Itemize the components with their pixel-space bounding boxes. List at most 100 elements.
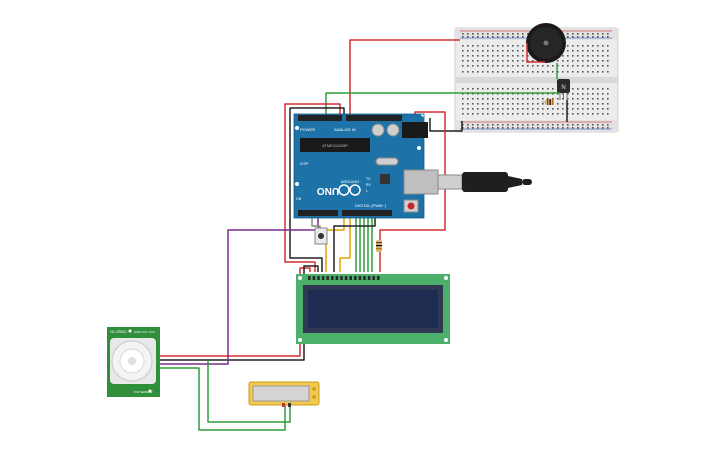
breadboard-hole (482, 33, 484, 35)
breadboard-hole (507, 45, 509, 47)
breadboard-hole (532, 65, 534, 67)
breadboard-hole (542, 124, 544, 126)
breadboard-hole (462, 113, 464, 115)
breadboard-hole (537, 113, 539, 115)
breadboard-hole (477, 33, 479, 35)
wire-pir-out[interactable] (160, 212, 319, 365)
breadboard-hole (567, 55, 569, 57)
breadboard-hole (497, 108, 499, 110)
breadboard-hole (562, 113, 564, 115)
transistor[interactable]: N (557, 79, 570, 100)
breadboard-hole (587, 93, 589, 95)
usb-cable[interactable] (437, 172, 532, 192)
breadboard-hole (557, 71, 559, 73)
wire-pir-vcc[interactable] (160, 267, 311, 357)
breadboard-hole (472, 71, 474, 73)
breadboard-hole (532, 103, 534, 105)
breadboard-hole (487, 45, 489, 47)
breadboard-hole (562, 60, 564, 62)
breadboard-hole (602, 88, 604, 90)
wire-lcd-d1[interactable] (339, 212, 351, 272)
breadboard-hole (477, 113, 479, 115)
breadboard-hole (552, 65, 554, 67)
breadboard-hole (587, 98, 589, 100)
wire-pot-green-2[interactable] (207, 360, 291, 423)
breadboard-hole (517, 55, 519, 57)
breadboard-hole (497, 33, 499, 35)
breadboard-hole (522, 124, 524, 126)
breadboard-hole (577, 108, 579, 110)
breadboard-hole (542, 71, 544, 73)
wire-breadboard-gnd[interactable] (429, 118, 463, 132)
wire-pir-gnd[interactable] (160, 265, 319, 361)
breadboard-hole (577, 50, 579, 52)
breadboard-hole (472, 88, 474, 90)
breadboard-hole (592, 45, 594, 47)
wire-signal-to-breadboard[interactable] (325, 92, 560, 118)
breadboard-hole (467, 60, 469, 62)
breadboard-hole (492, 33, 494, 35)
breadboard-hole (552, 88, 554, 90)
wire-lcd-backlight-red[interactable] (379, 111, 446, 272)
wire-lcd-power-black[interactable] (289, 107, 345, 272)
wire-buzzer-red[interactable] (526, 43, 545, 63)
breadboard-hole (602, 50, 604, 52)
breadboard-hole (472, 65, 474, 67)
breadboard-hole (487, 103, 489, 105)
breadboard-hole (607, 71, 609, 73)
breadboard-hole (492, 98, 494, 100)
breadboard-hole (517, 113, 519, 115)
breadboard-hole (507, 124, 509, 126)
breadboard-hole (512, 93, 514, 95)
breadboard-hole (542, 113, 544, 115)
breadboard-hole (602, 93, 604, 95)
arduino-uno[interactable]: POWER ANALOG IN DIGITAL (PWM~) ATMEGA328… (293, 113, 439, 219)
breadboard-hole (512, 103, 514, 105)
breadboard-hole (572, 55, 574, 57)
lcd-display[interactable] (296, 274, 450, 344)
breadboard-hole (602, 98, 604, 100)
wire-5v-to-breadboard[interactable] (349, 39, 460, 118)
wire-lcd-power-red[interactable] (284, 103, 341, 272)
breadboard-hole (497, 65, 499, 67)
breadboard[interactable] (454, 27, 619, 133)
breadboard-hole (567, 127, 569, 129)
breadboard-hole (497, 127, 499, 129)
breadboard-hole (537, 98, 539, 100)
breadboard-hole (517, 93, 519, 95)
pir-sensor[interactable]: HC-SR501 GND OUT VCC PIR SENSOR (107, 327, 160, 397)
breadboard-hole (607, 55, 609, 57)
breadboard-hole (492, 45, 494, 47)
usb-port[interactable] (403, 169, 439, 195)
breadboard-hole (542, 98, 544, 100)
breadboard-hole (607, 113, 609, 115)
breadboard-hole (522, 71, 524, 73)
pushbutton[interactable] (314, 227, 328, 245)
breadboard-hole (567, 50, 569, 52)
breadboard-hole (607, 103, 609, 105)
buzzer[interactable] (526, 23, 566, 63)
breadboard-hole (507, 127, 509, 129)
breadboard-hole (532, 113, 534, 115)
breadboard-hole (477, 127, 479, 129)
wire-lcd-en[interactable] (325, 212, 345, 272)
breadboard-hole (537, 88, 539, 90)
lcd-pin (340, 276, 343, 280)
breadboard-resistor[interactable] (542, 99, 554, 105)
breadboard-hole (497, 93, 499, 95)
breadboard-hole (487, 55, 489, 57)
lcd-resistor[interactable] (376, 240, 382, 252)
breadboard-hole (557, 98, 559, 100)
breadboard-hole (527, 108, 529, 110)
breadboard-hole (607, 36, 609, 38)
breadboard-hole (577, 113, 579, 115)
breadboard-hole (542, 65, 544, 67)
breadboard-hole (467, 103, 469, 105)
potentiometer[interactable] (248, 381, 320, 407)
breadboard-hole (602, 45, 604, 47)
breadboard-hole (482, 127, 484, 129)
wire-lcd-rs[interactable] (333, 212, 376, 272)
breadboard-hole (497, 124, 499, 126)
